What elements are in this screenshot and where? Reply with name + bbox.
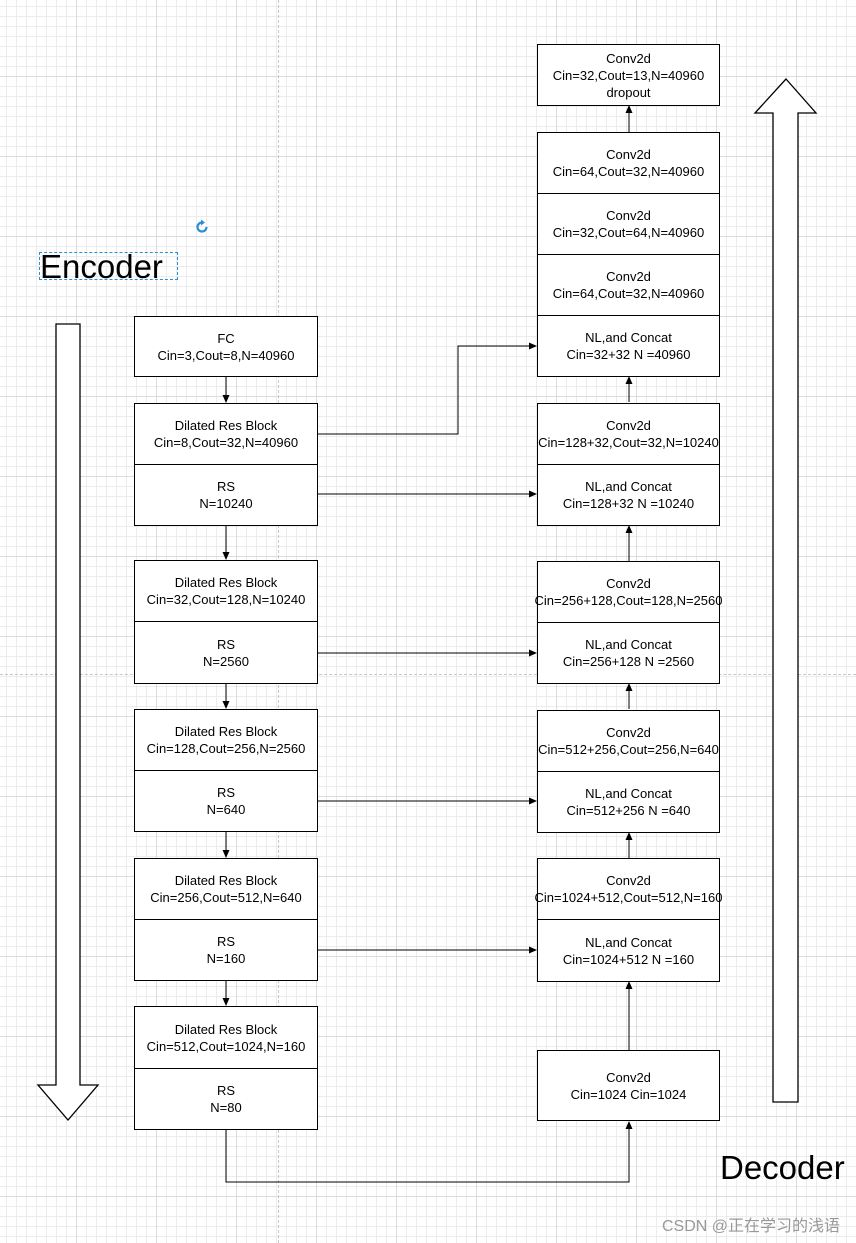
conv-out-dropout: dropout xyxy=(606,84,651,100)
block2-title: Dilated Res Block xyxy=(174,575,278,590)
conv-c-params: Cin=64,Cout=32,N=40960 xyxy=(552,286,705,301)
nl5-title: NL,and Concat xyxy=(585,934,672,950)
conv2-params: Cin=256+128,Cout=128,N=2560 xyxy=(534,593,723,608)
block3-title: Dilated Res Block xyxy=(174,724,278,739)
rs3-title: RS xyxy=(216,785,236,800)
nl-concat-block-3[interactable]: NL,and Concat Cin=256+128 N =2560 xyxy=(537,622,720,684)
encoder-fc-block[interactable]: FC Cin=3,Cout=8,N=40960 xyxy=(134,316,318,377)
rs5-params: N=80 xyxy=(210,1100,242,1115)
conv-in-title: Conv2d xyxy=(606,1069,651,1085)
rs-block-1[interactable]: RS N=10240 xyxy=(134,464,318,526)
conv-c-title: Conv2d xyxy=(606,269,651,284)
watermark: CSDN @正在学习的浅语 xyxy=(661,1218,840,1235)
fc-title: FC xyxy=(217,330,235,346)
block2-params: Cin=32,Cout=128,N=10240 xyxy=(146,592,306,607)
decoder-conv-2[interactable]: Conv2d Cin=256+128,Cout=128,N=2560 xyxy=(534,561,723,623)
nl4-title: NL,and Concat xyxy=(585,786,672,801)
nl1-title: NL,and Concat xyxy=(585,330,672,345)
decoder-direction-arrow-icon xyxy=(753,78,818,1103)
decoder-conv-b[interactable]: Conv2d Cin=32,Cout=64,N=40960 xyxy=(537,193,720,255)
nl3-params: Cin=256+128 N =2560 xyxy=(562,654,695,669)
rs1-params: N=10240 xyxy=(199,496,253,511)
decoder-conv-3[interactable]: Conv2d Cin=512+256,Cout=256,N=640 xyxy=(537,710,720,772)
conv-a-title: Conv2d xyxy=(606,147,651,162)
nl5-params: Cin=1024+512 N =160 xyxy=(562,951,695,967)
fc-params: Cin=3,Cout=8,N=40960 xyxy=(157,347,295,363)
nl-concat-block-5[interactable]: NL,and Concat Cin=1024+512 N =160 xyxy=(537,919,720,982)
conv3-params: Cin=512+256,Cout=256,N=640 xyxy=(538,742,719,757)
block1-title: Dilated Res Block xyxy=(174,418,278,433)
conv-out-params: Cin=32,Cout=13,N=40960 xyxy=(552,67,705,83)
dilated-res-block-1[interactable]: Dilated Res Block Cin=8,Cout=32,N=40960 xyxy=(134,403,318,465)
horizontal-guide-line xyxy=(0,674,856,675)
conv-a-params: Cin=64,Cout=32,N=40960 xyxy=(552,164,705,179)
nl2-title: NL,and Concat xyxy=(585,479,672,494)
rs3-params: N=640 xyxy=(206,802,246,817)
rs-block-4[interactable]: RS N=160 xyxy=(134,919,318,981)
dilated-res-block-5[interactable]: Dilated Res Block Cin=512,Cout=1024,N=16… xyxy=(134,1006,318,1069)
conv-b-title: Conv2d xyxy=(606,208,651,223)
encoder-direction-arrow-icon xyxy=(36,323,100,1121)
dilated-res-block-3[interactable]: Dilated Res Block Cin=128,Cout=256,N=256… xyxy=(134,709,318,771)
dilated-res-block-2[interactable]: Dilated Res Block Cin=32,Cout=128,N=1024… xyxy=(134,560,318,622)
decoder-conv-a[interactable]: Conv2d Cin=64,Cout=32,N=40960 xyxy=(537,132,720,194)
link-rs5-conv-in xyxy=(225,1121,633,1183)
rs-block-2[interactable]: RS N=2560 xyxy=(134,621,318,684)
rs1-title: RS xyxy=(216,479,236,494)
rs2-title: RS xyxy=(216,636,236,652)
nl3-title: NL,and Concat xyxy=(585,637,672,652)
conv1-params: Cin=128+32,Cout=32,N=10240 xyxy=(538,435,719,450)
block4-params: Cin=256,Cout=512,N=640 xyxy=(150,890,302,905)
conv1-title: Conv2d xyxy=(606,418,651,433)
conv4-title: Conv2d xyxy=(606,873,651,888)
conv-in-params: Cin=1024 Cin=1024 xyxy=(570,1086,687,1102)
decoder-output-conv[interactable]: Conv2d Cin=32,Cout=13,N=40960 dropout xyxy=(537,44,720,106)
decoder-input-conv[interactable]: Conv2d Cin=1024 Cin=1024 xyxy=(537,1050,720,1121)
encoder-label[interactable]: Encoder xyxy=(39,250,178,283)
dilated-res-block-4[interactable]: Dilated Res Block Cin=256,Cout=512,N=640 xyxy=(134,858,318,920)
block5-title: Dilated Res Block xyxy=(174,1021,278,1037)
rs-block-5[interactable]: RS N=80 xyxy=(134,1068,318,1130)
conv3-title: Conv2d xyxy=(606,725,651,740)
rs4-title: RS xyxy=(216,934,236,949)
conv-b-params: Cin=32,Cout=64,N=40960 xyxy=(552,225,705,240)
block3-params: Cin=128,Cout=256,N=2560 xyxy=(146,741,306,756)
rs4-params: N=160 xyxy=(206,951,246,966)
decoder-conv-4[interactable]: Conv2d Cin=1024+512,Cout=512,N=160 xyxy=(534,858,723,920)
block5-params: Cin=512,Cout=1024,N=160 xyxy=(146,1038,306,1054)
conv-out-title: Conv2d xyxy=(606,50,651,66)
nl1-params: Cin=32+32 N =40960 xyxy=(566,347,691,362)
rs2-params: N=2560 xyxy=(203,653,249,669)
decoder-conv-1[interactable]: Conv2d Cin=128+32,Cout=32,N=10240 xyxy=(537,403,720,465)
skip-block1-nl1 xyxy=(318,342,537,435)
conv4-params: Cin=1024+512,Cout=512,N=160 xyxy=(534,890,723,905)
conv2-title: Conv2d xyxy=(606,576,651,591)
nl-concat-block-2[interactable]: NL,and Concat Cin=128+32 N =10240 xyxy=(537,464,720,526)
nl-concat-block-4[interactable]: NL,and Concat Cin=512+256 N =640 xyxy=(537,771,720,833)
rotate-handle-icon[interactable] xyxy=(194,219,210,235)
rs5-title: RS xyxy=(216,1083,236,1098)
rs-block-3[interactable]: RS N=640 xyxy=(134,770,318,832)
block1-params: Cin=8,Cout=32,N=40960 xyxy=(153,435,299,450)
nl4-params: Cin=512+256 N =640 xyxy=(566,803,691,818)
nl2-params: Cin=128+32 N =10240 xyxy=(562,496,695,511)
decoder-label[interactable]: Decoder xyxy=(720,1149,845,1186)
block4-title: Dilated Res Block xyxy=(174,873,278,888)
nl-concat-block-1[interactable]: NL,and Concat Cin=32+32 N =40960 xyxy=(537,315,720,377)
decoder-conv-c[interactable]: Conv2d Cin=64,Cout=32,N=40960 xyxy=(537,254,720,316)
